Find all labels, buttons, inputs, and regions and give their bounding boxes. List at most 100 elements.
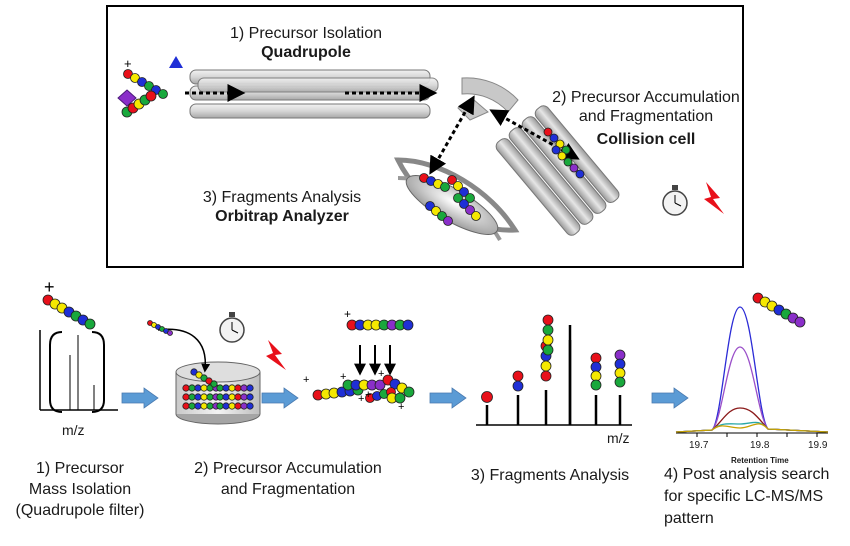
caption-line: and Fragmentation <box>220 481 356 498</box>
amino-acid-bead <box>206 393 214 401</box>
amino-acid-bead <box>182 393 190 401</box>
amino-acid-bead <box>614 358 626 370</box>
amino-acid-bead <box>194 384 202 392</box>
amino-acid-bead <box>234 384 242 392</box>
step2-title: 2) Precursor Accumulation and Fragmentat… <box>530 88 762 149</box>
amino-acid-bead <box>590 370 602 382</box>
caption-line: 4) Post analysis search <box>664 466 830 483</box>
peptide-chain <box>42 294 96 330</box>
peptide-chain <box>419 173 450 192</box>
x-tick-label: 19.7 <box>689 440 709 451</box>
amino-acid-bead <box>188 384 196 392</box>
process-arrow-icon <box>261 387 299 409</box>
chromatogram-trace <box>675 423 829 433</box>
amino-acid-bead <box>569 163 579 173</box>
amino-acid-bead <box>447 175 457 185</box>
step3-title-line: 3) Fragments Analysis <box>202 189 362 206</box>
amino-acid-bead <box>228 393 236 401</box>
amino-acid-bead <box>240 384 248 392</box>
peptide-chain <box>551 145 585 179</box>
amino-acid-bead <box>614 367 626 379</box>
amino-acid-bead <box>590 379 602 391</box>
caption-line: (Quadrupole filter) <box>15 502 145 519</box>
amino-acid-bead <box>194 393 202 401</box>
amino-acid-bead <box>246 402 254 410</box>
caption-line: 2) Precursor Accumulation <box>194 460 382 477</box>
peptide-chain <box>614 349 626 388</box>
chromatogram <box>675 292 829 437</box>
amino-acid-bead <box>182 402 190 410</box>
x-tick-label: 19.8 <box>750 440 770 451</box>
amino-acid-bead <box>575 169 585 179</box>
charge-sign: + <box>365 389 371 401</box>
step2-title-line: 2) Precursor Accumulation <box>552 89 740 106</box>
charge-sign: + <box>303 374 309 386</box>
peptide-chain <box>123 69 168 99</box>
peptide-chain <box>182 393 220 401</box>
amino-acid-bead <box>551 145 561 155</box>
amino-acid-bead <box>240 402 248 410</box>
amino-acid-bead <box>614 376 626 388</box>
step2-title-line: and Fragmentation <box>578 108 714 125</box>
amino-acid-bead <box>471 211 481 221</box>
step1-title: 1) Precursor Isolation Quadrupole <box>207 24 405 62</box>
peptide-chain <box>543 127 571 155</box>
amino-acid-bead <box>210 380 218 388</box>
step2-title-device: Collision cell <box>596 131 696 148</box>
charge-sign: + <box>398 401 404 413</box>
collision-path-arrow <box>489 109 580 160</box>
amino-acid-bead <box>84 318 96 330</box>
amino-acid-bead <box>188 402 196 410</box>
step1-title-device: Quadrupole <box>261 44 351 61</box>
mz-axis-label: m/z <box>607 430 630 446</box>
amino-acid-bead <box>222 393 230 401</box>
amino-acid-bead <box>216 384 224 392</box>
peptide-chain <box>590 352 602 391</box>
x-tick-label: 19.9 <box>808 440 828 451</box>
amino-acid-bead <box>614 349 626 361</box>
amino-acid-bead <box>234 402 242 410</box>
amino-acid-bead <box>540 370 552 382</box>
svg-text:+: + <box>124 56 132 71</box>
peptide-chain <box>147 320 173 336</box>
mz-axis-label: m/z <box>62 422 85 438</box>
peptide-chain <box>542 314 554 356</box>
lightning-icon <box>266 340 286 370</box>
bottom-step2-caption: 2) Precursor Accumulation and Fragmentat… <box>177 458 399 500</box>
amino-acid-bead <box>228 384 236 392</box>
amino-acid-bead <box>549 133 559 143</box>
peptide-chain <box>481 391 493 403</box>
mass-isolation-plot <box>39 330 118 413</box>
peptide-chain <box>752 292 806 328</box>
amino-acid-bead <box>234 393 242 401</box>
amino-acid-bead <box>453 193 463 203</box>
accumulation-cell <box>175 361 261 425</box>
bottom-step3-caption: 3) Fragments Analysis <box>450 466 650 485</box>
svg-text:+: + <box>44 277 55 297</box>
charge-sign: + <box>358 393 364 405</box>
amino-acid-bead <box>440 182 450 192</box>
amino-acid-bead <box>182 384 190 392</box>
amino-acid-bead <box>158 89 168 99</box>
amino-acid-bead <box>200 384 208 392</box>
amino-acid-bead <box>540 360 552 372</box>
stopwatch-icon <box>219 312 245 343</box>
amino-acid-bead <box>590 352 602 364</box>
step3-title: 3) Fragments Analysis Orbitrap Analyzer <box>178 188 386 226</box>
amino-acid-bead <box>402 319 414 331</box>
amino-acid-bead <box>216 402 224 410</box>
step3-title-device: Orbitrap Analyzer <box>215 208 349 225</box>
amino-acid-bead <box>563 157 573 167</box>
peptide-chain <box>512 370 524 392</box>
amino-acid-bead <box>512 370 524 382</box>
process-arrow-icon <box>121 387 159 409</box>
step1-title-line: 1) Precursor Isolation <box>229 25 383 42</box>
amino-acid-bead <box>228 402 236 410</box>
amino-acid-bead <box>443 216 453 226</box>
amino-acid-bead <box>167 330 173 336</box>
amino-acid-bead <box>453 181 463 191</box>
peptide-chain <box>190 368 218 388</box>
amino-acid-bead <box>543 127 553 137</box>
peptide-chain <box>386 392 406 404</box>
